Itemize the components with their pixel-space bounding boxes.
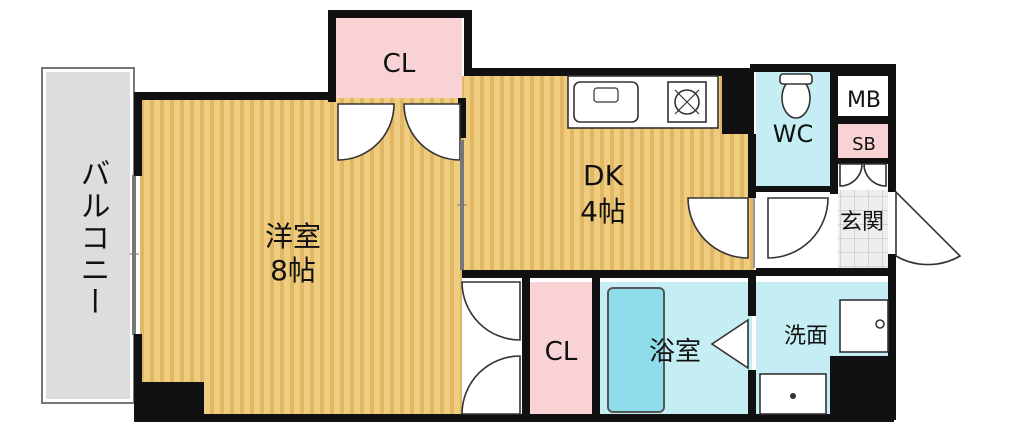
closet-bottom-floor bbox=[530, 282, 592, 418]
balcony-area bbox=[46, 72, 130, 399]
entrance-tile bbox=[838, 190, 888, 268]
toilet-tank-icon bbox=[779, 73, 813, 85]
western-room-size: 8帖 bbox=[270, 254, 316, 287]
basin-drain-icon bbox=[790, 393, 796, 399]
bathroom-label: 浴室 bbox=[649, 337, 701, 367]
shoe-box-label: SB bbox=[852, 134, 876, 155]
toilet-label: WC bbox=[773, 120, 814, 148]
meter-box-area bbox=[838, 76, 888, 116]
sink-faucet-icon bbox=[593, 87, 619, 103]
closet-bottom-label: CL bbox=[545, 337, 578, 367]
western-room-label: 洋室 bbox=[265, 220, 321, 253]
closet-top-label: CL bbox=[383, 49, 416, 79]
dk-label: DK bbox=[583, 159, 624, 192]
shoe-box-area bbox=[838, 124, 888, 158]
washroom-label: 洗面 bbox=[784, 324, 828, 349]
western-room-floor bbox=[140, 98, 462, 420]
closet-top-floor bbox=[336, 18, 462, 98]
drain-icon bbox=[875, 319, 885, 329]
bathtub bbox=[607, 287, 665, 413]
walls bbox=[134, 10, 896, 422]
entrance-label: 玄関 bbox=[840, 210, 884, 235]
door-swings bbox=[337, 103, 962, 415]
dk-size: 4帖 bbox=[580, 195, 626, 228]
stove-burner-icon bbox=[674, 89, 700, 115]
meter-box-label: MB bbox=[847, 88, 881, 113]
stove-grate-icon bbox=[674, 89, 700, 115]
balcony-label: バルコニー bbox=[75, 158, 110, 318]
